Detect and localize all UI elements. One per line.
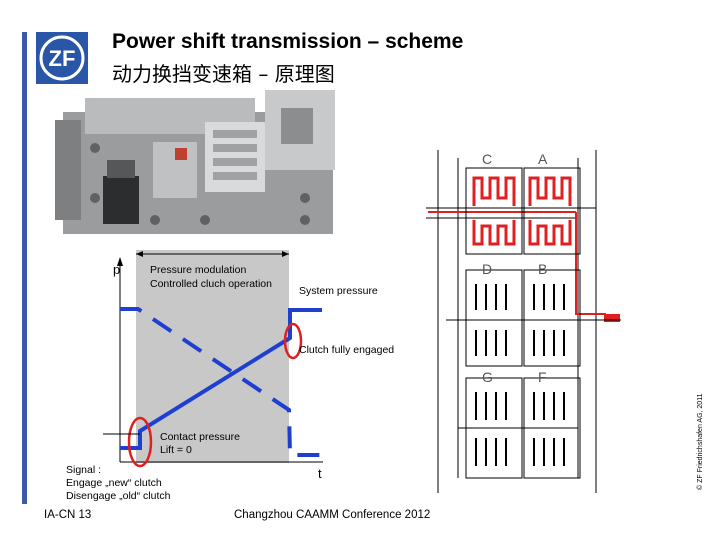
controlled-clutch-label: Controlled cluch operation (150, 278, 272, 290)
page-subtitle: 动力换挡变速箱 – 原理图 (112, 62, 335, 86)
clutch-b-label: B (538, 261, 547, 277)
page-id: IA-CN 13 (44, 509, 92, 521)
clutch-c-label: C (482, 151, 492, 167)
contact-marker (127, 416, 153, 468)
engage-label: Engage „new“ clutch (66, 477, 162, 489)
engaged-marker (283, 322, 303, 360)
transmission-illustration (55, 90, 335, 234)
disengage-label: Disengage „old“ clutch (66, 490, 171, 502)
system-pressure-label: System pressure (299, 285, 378, 297)
clutch-d-label: D (482, 261, 492, 277)
clutch-a-label: A (538, 151, 548, 167)
logo-text: ZF (49, 46, 76, 71)
y-axis-label: p (113, 262, 121, 277)
contact-pressure-label: Contact pressure (160, 431, 240, 443)
page-title: Power shift transmission – scheme (112, 30, 464, 53)
signal-label: Signal : (66, 464, 102, 476)
lift-label: Lift = 0 (160, 444, 192, 456)
span-arrow-left (136, 251, 143, 257)
clutch-g-label: G (482, 369, 493, 385)
engage-curve (120, 308, 322, 450)
signal-legend: Signal : Engage „new“ clutch Disengage „… (66, 464, 170, 503)
conference-name: Changzhou CAAMM Conference 2012 (234, 509, 431, 521)
pressure-modulation-label: Pressure modulation (150, 264, 247, 276)
y-axis-arrow (117, 257, 123, 266)
clutch-engaged-label: Clutch fully engaged (299, 344, 395, 356)
zf-logo: ZF (36, 32, 88, 84)
disengage-curve (120, 307, 320, 457)
x-axis-label: t (318, 466, 322, 481)
accent-bar (22, 32, 27, 504)
clutch-scheme: C A D B G F (426, 150, 621, 493)
clutch-f-label: F (538, 369, 547, 385)
span-arrow-right (282, 251, 289, 257)
copyright-note: © ZF Friedrichshafen AG, 2011 (697, 393, 704, 490)
